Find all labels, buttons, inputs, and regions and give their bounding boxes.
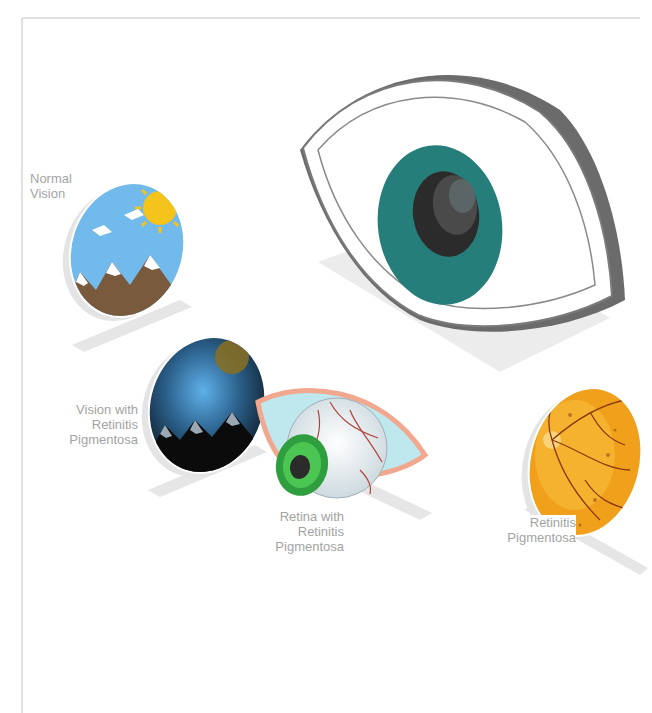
caption-label: Vision with Retinitis Pigmentosa	[30, 403, 138, 448]
caption-label: Retinitis Pigmentosa	[490, 516, 576, 546]
caption-label: Normal Vision	[30, 172, 88, 202]
caption-label: Retina with Retinitis Pigmentosa	[248, 510, 344, 555]
